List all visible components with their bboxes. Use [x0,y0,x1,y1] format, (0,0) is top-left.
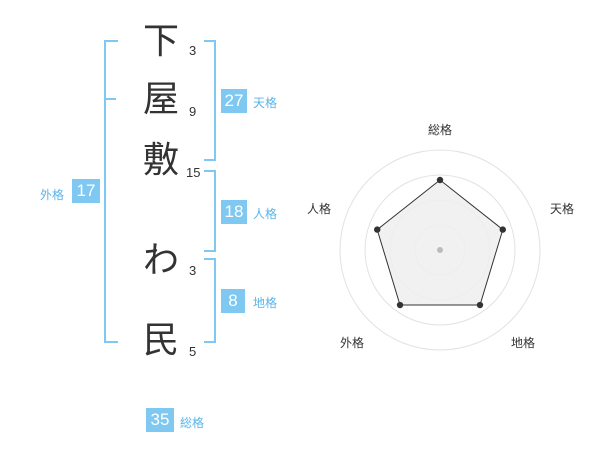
gaikaku-label: 外格 [40,188,65,202]
chikaku-bracket [204,258,216,343]
radar-center [437,247,443,253]
radar-point [374,226,381,233]
radar-ring [339,149,541,351]
jinkaku-value: 18 [221,200,247,224]
stroke-count-3: 15 [186,165,201,180]
name-char-1: 下 [142,21,179,62]
radar-axis-label-gaikaku: 外格 [340,336,365,350]
gaikaku-bracket [104,40,118,343]
soukaku-label: 総格 [180,416,205,430]
name-char-3: 敷 [142,140,179,181]
radar-axis-label-chikaku: 地格 [511,336,536,350]
radar-axis-label-soukaku: 総格 [428,123,453,137]
radar-point [499,226,506,233]
name-char-4: わ [142,240,179,281]
name-char-5: 民 [142,320,179,361]
tenkaku-label: 天格 [253,96,278,110]
tenkaku-bracket [204,40,216,161]
gaikaku-bracket-tick [106,98,116,100]
name-char-2: 屋 [142,79,179,120]
radar-area [376,179,504,306]
stroke-count-2: 9 [189,104,197,119]
gaikaku-value: 17 [72,179,100,203]
jinkaku-label: 人格 [253,207,278,221]
radar-axis-label-tenkaku: 天格 [550,202,575,216]
tenkaku-value: 27 [221,89,247,113]
stroke-count-1: 3 [189,43,197,58]
chikaku-value: 8 [221,289,245,313]
radar-point [436,176,444,184]
stroke-count-5: 5 [189,344,197,359]
stroke-count-4: 3 [189,263,197,278]
radar-point [476,301,484,309]
radar-axis-label-jinkaku: 人格 [307,202,332,216]
jinkaku-bracket [204,170,216,252]
soukaku-value: 35 [146,408,174,432]
chikaku-label: 地格 [253,296,278,310]
radar-ring [364,174,516,326]
radar-point [396,301,404,309]
